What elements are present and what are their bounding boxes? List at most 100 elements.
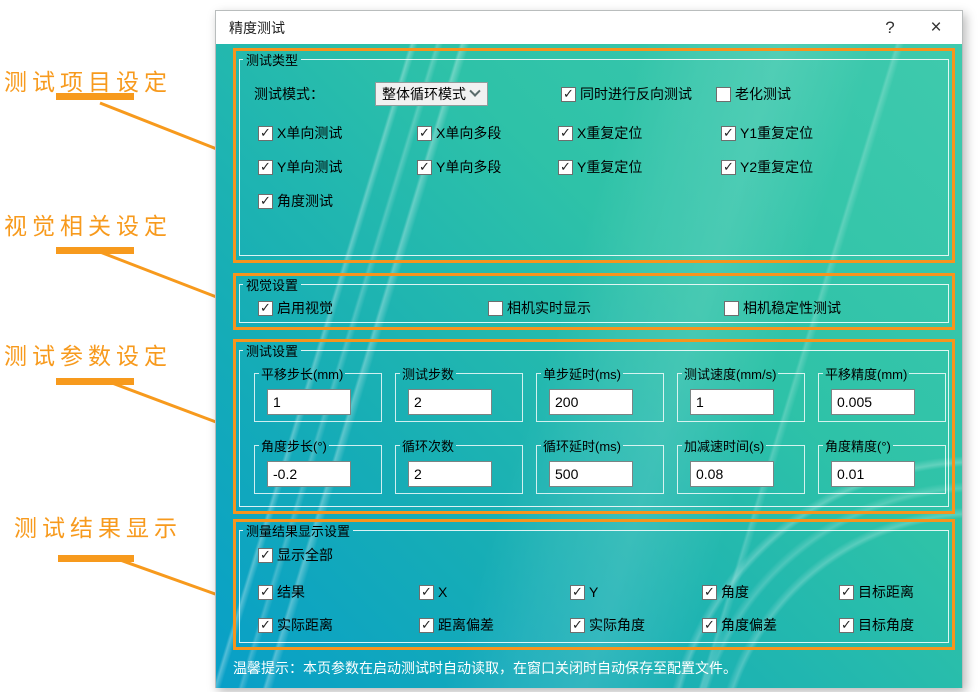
checkbox-box (258, 193, 273, 209)
field-label: 测试步数 (402, 367, 455, 382)
dialog-body: 测试类型 测试模式： 整体循环模式 同时进行反向测试 老化测试 (216, 44, 962, 688)
checkbox-label: 距离偏差 (438, 617, 494, 633)
checkbox-label: 角度测试 (277, 193, 333, 209)
input-loop-count[interactable] (408, 461, 492, 487)
test-type-checkbox-grid: X单向测试 X单向多段 X重复定位 Y1重复定位 (240, 123, 948, 211)
checkbox-box (839, 584, 854, 600)
annotation-connector-line (99, 101, 233, 157)
checkbox-label: Y (589, 584, 599, 600)
cb-target-angle[interactable]: 目标角度 (839, 615, 948, 635)
cb-angle-test[interactable]: 角度测试 (258, 191, 417, 211)
field-test-steps: 测试步数 (395, 364, 523, 422)
checkbox-box (702, 617, 717, 633)
annotation-params: 测试参数设定 (4, 343, 172, 369)
cb-enable-vision[interactable]: 启用视觉 (258, 298, 488, 318)
input-test-steps[interactable] (408, 389, 492, 415)
params-row-2: 角度步长(°) 循环次数 循环延时(ms) 加减速时间(s) (240, 436, 948, 494)
checkbox-box (258, 159, 273, 175)
cb-y1-repeat-pos[interactable]: Y1重复定位 (721, 123, 948, 143)
annotation-underline (56, 247, 134, 254)
checkbox-label: 结果 (277, 584, 305, 600)
annotation-vision: 视觉相关设定 (4, 213, 172, 239)
field-accel-decel-time: 加减速时间(s) (677, 436, 805, 494)
annotation-underline (56, 93, 134, 100)
input-test-speed[interactable] (690, 389, 774, 415)
input-angle-step[interactable] (267, 461, 351, 487)
section-params: 测试设置 平移步长(mm) 测试步数 单步延时(ms) (233, 339, 955, 514)
checkbox-box (721, 159, 736, 175)
checkbox-box (839, 617, 854, 633)
annotation-connector-line (111, 381, 233, 430)
checkbox-label: 显示全部 (277, 547, 333, 563)
checkbox-box (417, 125, 432, 141)
section-results: 测量结果显示设置 显示全部 结果 X (233, 519, 955, 650)
field-angle-precision: 角度精度(°) (818, 436, 946, 494)
cb-y2-repeat-pos[interactable]: Y2重复定位 (721, 157, 948, 177)
test-mode-select[interactable]: 整体循环模式 (375, 82, 488, 106)
checkbox-label: 角度偏差 (721, 617, 777, 633)
checkbox-label: X重复定位 (577, 125, 643, 141)
checkbox-box (258, 617, 273, 633)
checkbox-label: 老化测试 (735, 86, 791, 102)
cb-y-uni-test[interactable]: Y单向测试 (258, 157, 417, 177)
input-translation-precision[interactable] (831, 389, 915, 415)
field-translation-step: 平移步长(mm) (254, 364, 382, 422)
checkbox-box (258, 547, 273, 563)
cb-y[interactable]: Y (570, 582, 702, 602)
checkbox-box (417, 159, 432, 175)
cb-reverse-test[interactable]: 同时进行反向测试 (561, 84, 692, 104)
footer-tip: 温馨提示：本页参数在启动测试时自动读取，在窗口关闭时自动保存至配置文件。 (233, 660, 737, 676)
cb-x[interactable]: X (419, 582, 570, 602)
test-type-legend: 测试类型 (246, 53, 299, 68)
input-step-delay[interactable] (549, 389, 633, 415)
cb-y-multi-seg[interactable]: Y单向多段 (417, 157, 558, 177)
checkbox-box (419, 584, 434, 600)
dialog-title: 精度测试 (229, 19, 285, 36)
close-button[interactable]: × (930, 16, 942, 38)
annotation-underline (56, 378, 134, 385)
checkbox-label: 实际距离 (277, 617, 333, 633)
field-label: 平移精度(mm) (825, 367, 908, 382)
cb-actual-distance[interactable]: 实际距离 (258, 615, 419, 635)
checkbox-box (702, 584, 717, 600)
titlebar: 精度测试 ? × (216, 11, 962, 44)
annotation-underline (58, 555, 134, 562)
test-mode-row: 测试模式： 整体循环模式 同时进行反向测试 老化测试 (254, 81, 948, 107)
cb-angle-deviation[interactable]: 角度偏差 (702, 615, 839, 635)
help-button[interactable]: ? (885, 17, 895, 37)
cb-camera-stability-test[interactable]: 相机稳定性测试 (724, 298, 841, 318)
checkbox-label: 相机稳定性测试 (743, 300, 841, 316)
checkbox-label: 目标角度 (858, 617, 914, 633)
checkbox-label: X单向多段 (436, 125, 502, 141)
cb-distance-deviation[interactable]: 距离偏差 (419, 615, 570, 635)
input-angle-precision[interactable] (831, 461, 915, 487)
checkbox-label: X单向测试 (277, 125, 343, 141)
cb-target-distance[interactable]: 目标距离 (839, 582, 948, 602)
field-label: 加减速时间(s) (684, 439, 765, 454)
checkbox-box (258, 584, 273, 600)
checkbox-label: 角度 (721, 584, 749, 600)
results-legend: 测量结果显示设置 (246, 524, 351, 539)
cb-result[interactable]: 结果 (258, 582, 419, 602)
test-mode-value: 整体循环模式 (382, 86, 466, 102)
checkbox-box (570, 584, 585, 600)
checkbox-box (558, 125, 573, 141)
cb-angle[interactable]: 角度 (702, 582, 839, 602)
cb-x-uni-test[interactable]: X单向测试 (258, 123, 417, 143)
cb-show-all[interactable]: 显示全部 (258, 545, 333, 565)
cb-camera-live-view[interactable]: 相机实时显示 (488, 298, 724, 318)
cb-aging-test[interactable]: 老化测试 (716, 84, 791, 104)
annotation-connector-line (99, 250, 233, 305)
input-translation-step[interactable] (267, 389, 351, 415)
test-mode-label: 测试模式： (254, 86, 324, 102)
cb-x-multi-seg[interactable]: X单向多段 (417, 123, 558, 143)
input-accel-decel-time[interactable] (690, 461, 774, 487)
checkbox-box (721, 125, 736, 141)
cb-y-repeat-pos[interactable]: Y重复定位 (558, 157, 721, 177)
field-label: 角度步长(°) (261, 439, 327, 454)
field-test-speed: 测试速度(mm/s) (677, 364, 805, 422)
cb-actual-angle[interactable]: 实际角度 (570, 615, 702, 635)
params-legend: 测试设置 (246, 344, 299, 359)
cb-x-repeat-pos[interactable]: X重复定位 (558, 123, 721, 143)
input-loop-delay[interactable] (549, 461, 633, 487)
